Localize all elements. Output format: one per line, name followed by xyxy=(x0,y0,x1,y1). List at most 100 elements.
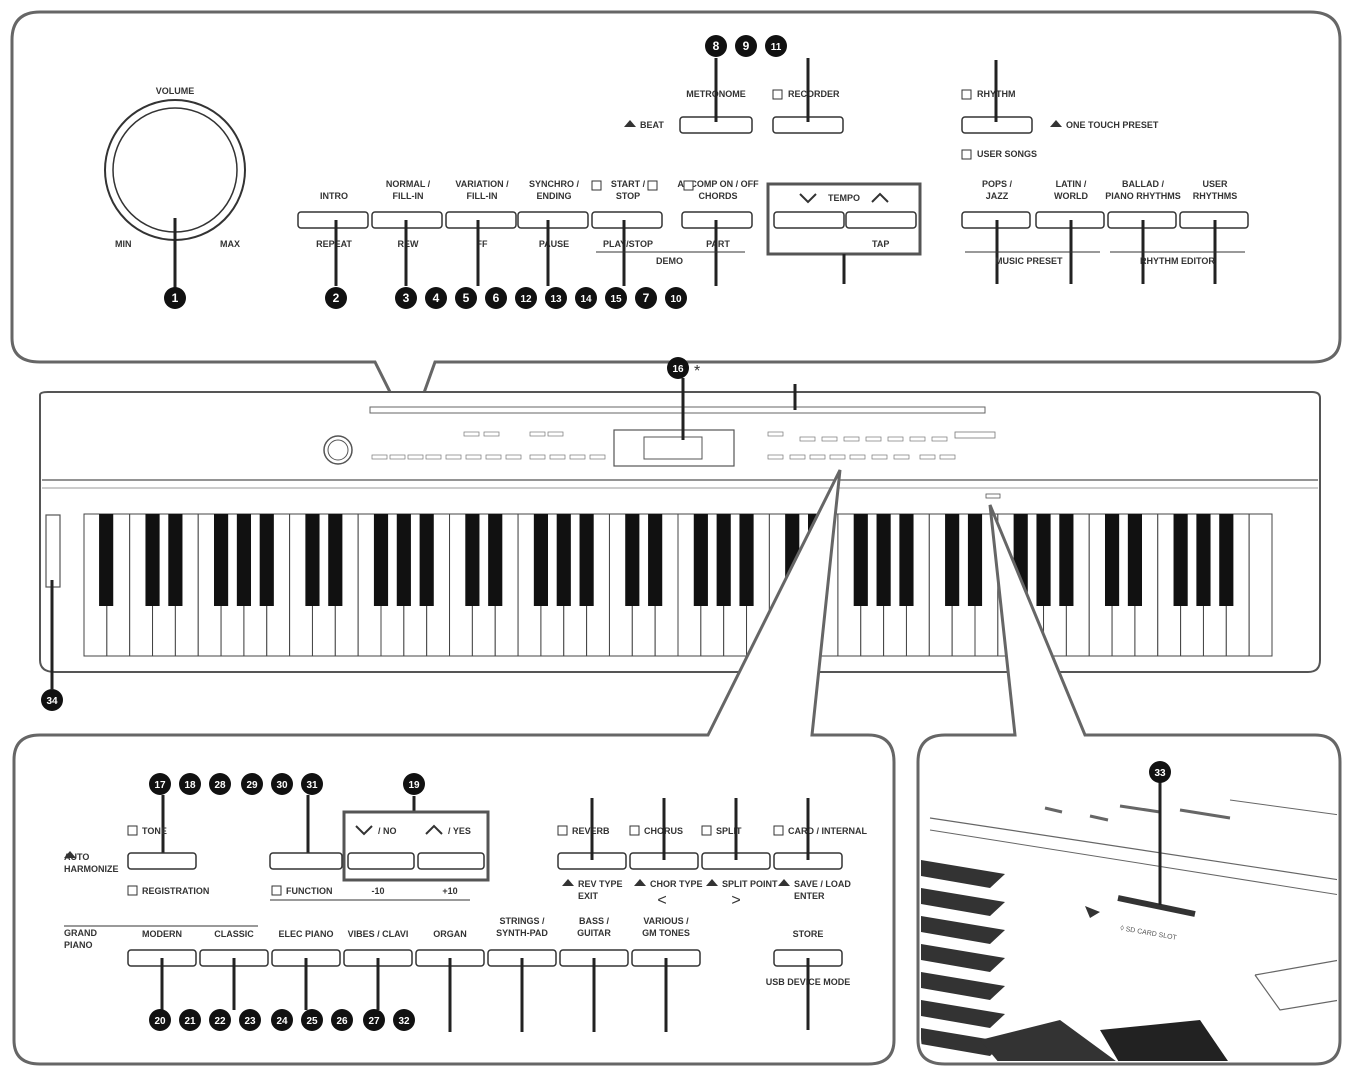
callout-16: 16 xyxy=(667,357,689,379)
tempo-down-button[interactable] xyxy=(773,211,845,229)
bottom-right-panel-frame xyxy=(916,504,1342,1066)
svg-text:16: 16 xyxy=(672,364,684,375)
callout-10: 10 xyxy=(665,287,687,309)
svg-text:29: 29 xyxy=(246,780,258,791)
card-slot-closeup: ◊ SD CARD SLOT xyxy=(921,799,1337,1061)
svg-text:13: 13 xyxy=(550,294,562,305)
user-songs-label: USER SONGS xyxy=(977,149,1037,159)
callout-2: 2 xyxy=(325,287,347,309)
accomp-lamp-icon xyxy=(683,180,694,191)
various-label: VARIOUS /GM TONES xyxy=(642,916,690,938)
no-button[interactable] xyxy=(347,852,415,870)
svg-text:18: 18 xyxy=(184,780,196,791)
callout-31: 31 xyxy=(301,773,323,795)
svg-text:9: 9 xyxy=(743,39,750,53)
split-sub-label: SPLIT POINT xyxy=(722,879,778,889)
function-button[interactable] xyxy=(269,852,343,870)
volume-knob[interactable] xyxy=(104,99,246,241)
callout-3: 3 xyxy=(395,287,417,309)
variation-bottom-label: FF xyxy=(477,239,488,249)
svg-text:33: 33 xyxy=(1154,768,1166,779)
svg-text:34: 34 xyxy=(46,696,58,707)
reverb-shift-icon xyxy=(562,879,574,886)
svg-text:7: 7 xyxy=(643,291,650,305)
svg-text:12: 12 xyxy=(520,294,532,305)
intro-button[interactable] xyxy=(297,211,369,229)
vibes-label: VIBES / CLAVI xyxy=(348,929,409,939)
card-label: CARD / INTERNAL xyxy=(788,826,867,836)
tempo-label: TEMPO xyxy=(828,193,860,203)
auto-harmonize-shift-icon xyxy=(64,851,76,858)
one-touch-preset-label: ONE TOUCH PRESET xyxy=(1066,120,1159,130)
synchro-button[interactable] xyxy=(517,211,589,229)
registration-lamp-icon xyxy=(127,885,138,896)
svg-text:1: 1 xyxy=(172,291,179,305)
keyboard xyxy=(83,513,1273,657)
yes-button[interactable] xyxy=(417,852,485,870)
callout-12: 12 xyxy=(515,287,537,309)
rhythm-editor-label: RHYTHM EDITOR xyxy=(1140,256,1215,266)
no-yes-box xyxy=(342,810,490,882)
callout-8: 8 xyxy=(705,35,727,57)
callout-33: 33 xyxy=(1149,761,1171,783)
volume-title: VOLUME xyxy=(156,86,195,96)
callout-4: 4 xyxy=(425,287,447,309)
callout-26: 26 xyxy=(331,1009,353,1031)
variation-button[interactable] xyxy=(445,211,517,229)
svg-text:17: 17 xyxy=(154,780,166,791)
svg-text:10: 10 xyxy=(670,294,682,305)
svg-text:31: 31 xyxy=(306,780,318,791)
svg-text:21: 21 xyxy=(184,1016,196,1027)
svg-text:24: 24 xyxy=(276,1016,288,1027)
pops-label: POPS /JAZZ xyxy=(982,179,1013,201)
intro-top-label: INTRO xyxy=(320,191,348,201)
start-button[interactable] xyxy=(591,211,663,229)
svg-text:25: 25 xyxy=(306,1016,318,1027)
synchro-top-label: SYNCHRO /ENDING xyxy=(529,179,580,201)
synchro-bottom-label: PAUSE xyxy=(539,239,569,249)
play-lamp-icon xyxy=(647,180,658,191)
callout-18: 18 xyxy=(179,773,201,795)
organ-label: ORGAN xyxy=(433,929,467,939)
callout-11: 11 xyxy=(765,35,787,57)
callout-23: 23 xyxy=(239,1009,261,1031)
music-preset-label: MUSIC PRESET xyxy=(995,256,1063,266)
card-lamp-icon xyxy=(773,825,784,836)
svg-text:8: 8 xyxy=(713,39,720,53)
callout-6: 6 xyxy=(485,287,507,309)
callout-1: 1 xyxy=(164,287,186,309)
rhythm-lamp-icon xyxy=(961,89,972,100)
yes-chevron-up-icon xyxy=(425,824,443,835)
callout-34: 34 xyxy=(41,689,63,711)
start-lamp-icon xyxy=(591,180,602,191)
svg-text:11: 11 xyxy=(771,42,782,53)
modern-label: MODERN xyxy=(142,929,182,939)
svg-text:28: 28 xyxy=(214,780,226,791)
left-arrow-icon: < xyxy=(657,892,666,909)
pitch-wheel[interactable] xyxy=(45,514,61,588)
callout-9: 9 xyxy=(735,35,757,57)
split-shift-icon xyxy=(706,879,718,886)
svg-text:30: 30 xyxy=(276,780,288,791)
callout-30: 30 xyxy=(271,773,293,795)
tone-button[interactable] xyxy=(127,852,197,870)
callout-29: 29 xyxy=(241,773,263,795)
recorder-label: RECORDER xyxy=(788,89,840,99)
chorus-shift-icon xyxy=(634,879,646,886)
split-lamp-icon xyxy=(701,825,712,836)
split-label: SPLIT xyxy=(716,826,742,836)
no-label: / NO xyxy=(378,826,397,836)
accomp-bottom-label: PART xyxy=(706,239,730,249)
callout-28: 28 xyxy=(209,773,231,795)
no-chevron-down-icon xyxy=(355,825,373,836)
beat-shift-icon xyxy=(624,120,636,127)
tempo-up-button[interactable] xyxy=(845,211,917,229)
variation-top-label: VARIATION /FILL-IN xyxy=(455,179,509,201)
callout-22: 22 xyxy=(209,1009,231,1031)
volume-min: MIN xyxy=(115,239,132,249)
start-top-label: START /STOP xyxy=(611,179,646,201)
